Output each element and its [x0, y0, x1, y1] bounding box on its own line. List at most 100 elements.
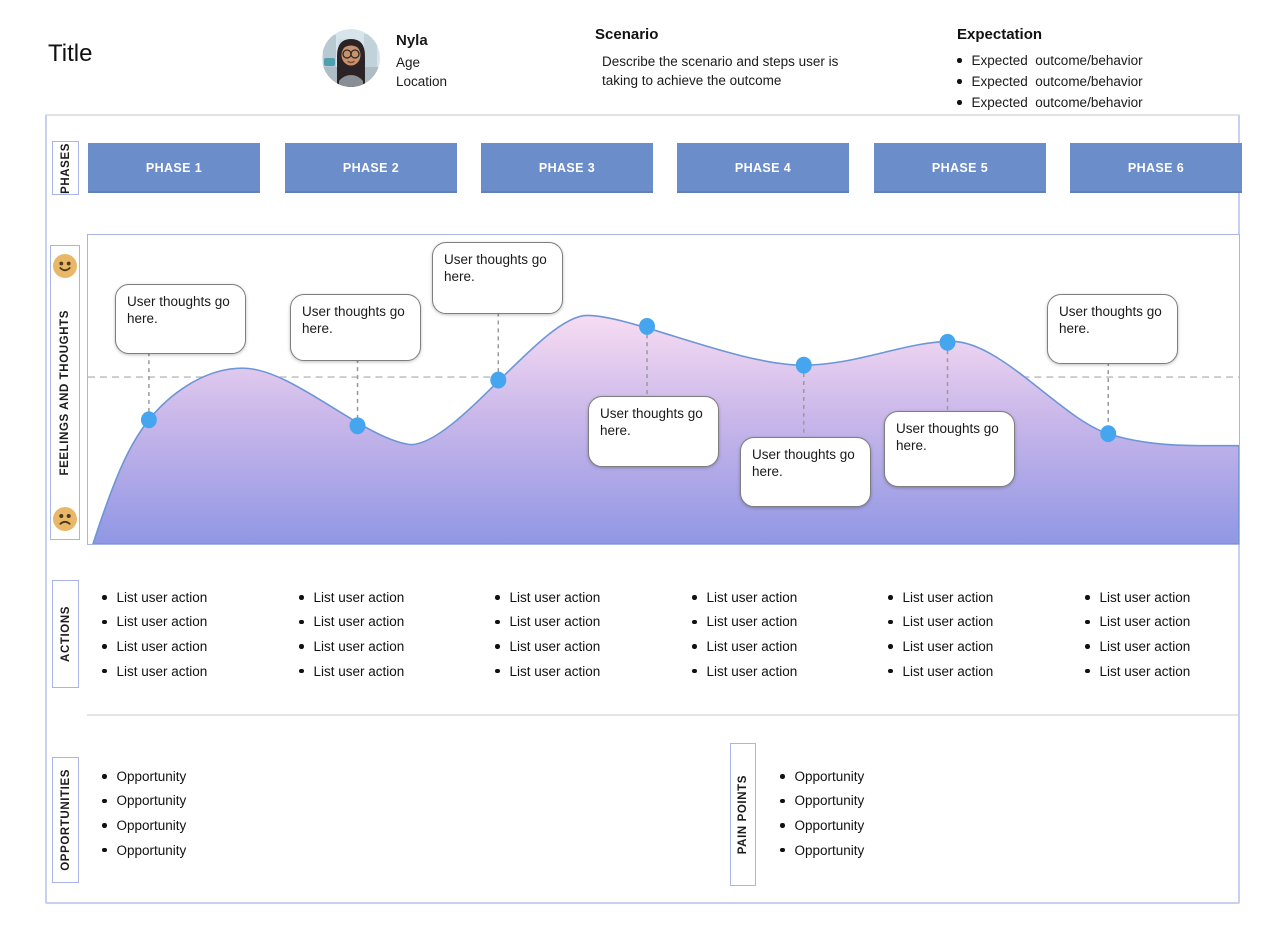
bullet-dot [692, 619, 697, 625]
action-item-label: List user action [509, 663, 601, 679]
action-item-label: List user action [509, 589, 601, 605]
action-item-label: List user action [313, 589, 405, 605]
bullet-dot [495, 619, 500, 625]
phase-header-1[interactable]: PHASE 1 [88, 143, 260, 193]
action-item[interactable]: List user action [692, 659, 877, 684]
action-item[interactable]: List user action [888, 610, 1073, 635]
action-item-label: List user action [706, 663, 798, 679]
section-divider [87, 714, 1238, 716]
action-item[interactable]: List user action [495, 585, 680, 610]
thought-bubble[interactable]: User thoughts go here. [290, 294, 421, 361]
pain-point-item[interactable]: Opportunity [780, 789, 965, 814]
thought-bubble[interactable]: User thoughts go here. [884, 411, 1015, 487]
emotion-point[interactable] [349, 417, 366, 435]
opportunity-item[interactable]: Opportunity [102, 813, 287, 838]
pain-point-item[interactable]: Opportunity [780, 838, 965, 863]
avatar-photo-illustration [322, 29, 380, 87]
action-item[interactable]: List user action [1085, 585, 1270, 610]
thought-bubble[interactable]: User thoughts go here. [588, 396, 719, 467]
opportunity-item-label: Opportunity [116, 817, 187, 833]
action-item[interactable]: List user action [692, 610, 877, 635]
action-item[interactable]: List user action [888, 634, 1073, 659]
opportunity-item-label: Opportunity [116, 842, 187, 858]
row-label-feelings-text: FEELINGS AND THOUGHTS [59, 309, 71, 476]
action-item[interactable]: List user action [1085, 659, 1270, 684]
persona-name[interactable]: Nyla [396, 32, 428, 49]
phase-header-6[interactable]: PHASE 6 [1070, 143, 1242, 193]
expectation-item[interactable]: Expected outcome/behavior [957, 71, 1217, 92]
expectation-item[interactable]: Expected outcome/behavior [957, 92, 1217, 113]
expectation-item[interactable]: Expected outcome/behavior [957, 50, 1217, 71]
row-label-opportunities-text: OPPORTUNITIES [59, 769, 72, 871]
action-item[interactable]: List user action [495, 634, 680, 659]
bullet-dot [299, 595, 304, 600]
action-item-label: List user action [902, 663, 994, 679]
bullet-dot [1085, 619, 1090, 625]
action-item[interactable]: List user action [888, 585, 1073, 610]
bullet-dot [299, 619, 304, 625]
emotion-point[interactable] [795, 356, 812, 374]
emotion-point[interactable] [490, 371, 507, 389]
thought-bubble[interactable]: User thoughts go here. [740, 437, 871, 507]
phase-header-5[interactable]: PHASE 5 [874, 143, 1046, 193]
avatar[interactable] [322, 29, 380, 87]
phase-header-2[interactable]: PHASE 2 [285, 143, 457, 193]
action-item[interactable]: List user action [495, 659, 680, 684]
action-item-label: List user action [706, 614, 798, 630]
emotion-point[interactable] [939, 333, 956, 351]
row-label-feelings: FEELINGS AND THOUGHTS [50, 245, 80, 540]
emotion-point[interactable] [639, 317, 656, 335]
persona-location[interactable]: Location [396, 74, 448, 89]
action-item[interactable]: List user action [692, 634, 877, 659]
actions-column-4: List user action List user action List u… [692, 585, 877, 683]
action-item-label: List user action [1099, 614, 1191, 630]
action-item-label: List user action [313, 614, 405, 630]
opportunity-item[interactable]: Opportunity [102, 764, 287, 789]
action-item-label: List user action [116, 614, 208, 630]
emotion-point[interactable] [140, 411, 157, 429]
pain-point-item[interactable]: Opportunity [780, 813, 965, 838]
action-item[interactable]: List user action [888, 659, 1073, 684]
emotion-point[interactable] [1100, 425, 1117, 443]
thought-bubble[interactable]: User thoughts go here. [115, 284, 246, 354]
bullet-dot [102, 798, 107, 804]
action-item[interactable]: List user action [102, 585, 287, 610]
bullet-dot [957, 79, 962, 84]
action-item[interactable]: List user action [299, 610, 484, 635]
opportunity-item[interactable]: Opportunity [102, 789, 287, 814]
bullet-dot [780, 798, 785, 804]
expectation-heading[interactable]: Expectation [957, 26, 1043, 43]
bullet-dot [1085, 595, 1090, 600]
action-item[interactable]: List user action [299, 659, 484, 684]
actions-column-5: List user action List user action List u… [888, 585, 1073, 683]
pain-point-item[interactable]: Opportunity [780, 764, 965, 789]
action-item[interactable]: List user action [1085, 634, 1270, 659]
persona-age[interactable]: Age [396, 55, 421, 70]
thought-bubble[interactable]: User thoughts go here. [432, 242, 563, 314]
phase-header-3[interactable]: PHASE 3 [481, 143, 653, 193]
action-item[interactable]: List user action [692, 585, 877, 610]
phase-header-4[interactable]: PHASE 4 [677, 143, 849, 193]
action-item-label: List user action [902, 614, 994, 630]
opportunity-item[interactable]: Opportunity [102, 838, 287, 863]
bullet-dot [102, 847, 107, 853]
action-item[interactable]: List user action [495, 610, 680, 635]
action-item-label: List user action [1099, 663, 1191, 679]
action-item[interactable]: List user action [1085, 610, 1270, 635]
row-label-opportunities: OPPORTUNITIES [52, 757, 79, 883]
action-item[interactable]: List user action [102, 610, 287, 635]
page-title[interactable]: Title [48, 40, 93, 67]
scenario-block: Scenario Describe the scenario and steps… [595, 26, 885, 90]
actions-column-6: List user action List user action List u… [1085, 585, 1270, 683]
action-item[interactable]: List user action [102, 659, 287, 684]
scenario-description[interactable]: Describe the scenario and steps user is … [602, 54, 839, 88]
action-item[interactable]: List user action [102, 634, 287, 659]
row-label-pain-points-text: PAIN POINTS [737, 774, 749, 855]
thought-bubble[interactable]: User thoughts go here. [1047, 294, 1178, 364]
action-item[interactable]: List user action [299, 585, 484, 610]
action-item-label: List user action [313, 663, 405, 679]
opportunity-item-label: Opportunity [116, 768, 187, 784]
action-item[interactable]: List user action [299, 634, 484, 659]
scenario-heading[interactable]: Scenario [595, 26, 659, 43]
bullet-dot [780, 823, 785, 828]
